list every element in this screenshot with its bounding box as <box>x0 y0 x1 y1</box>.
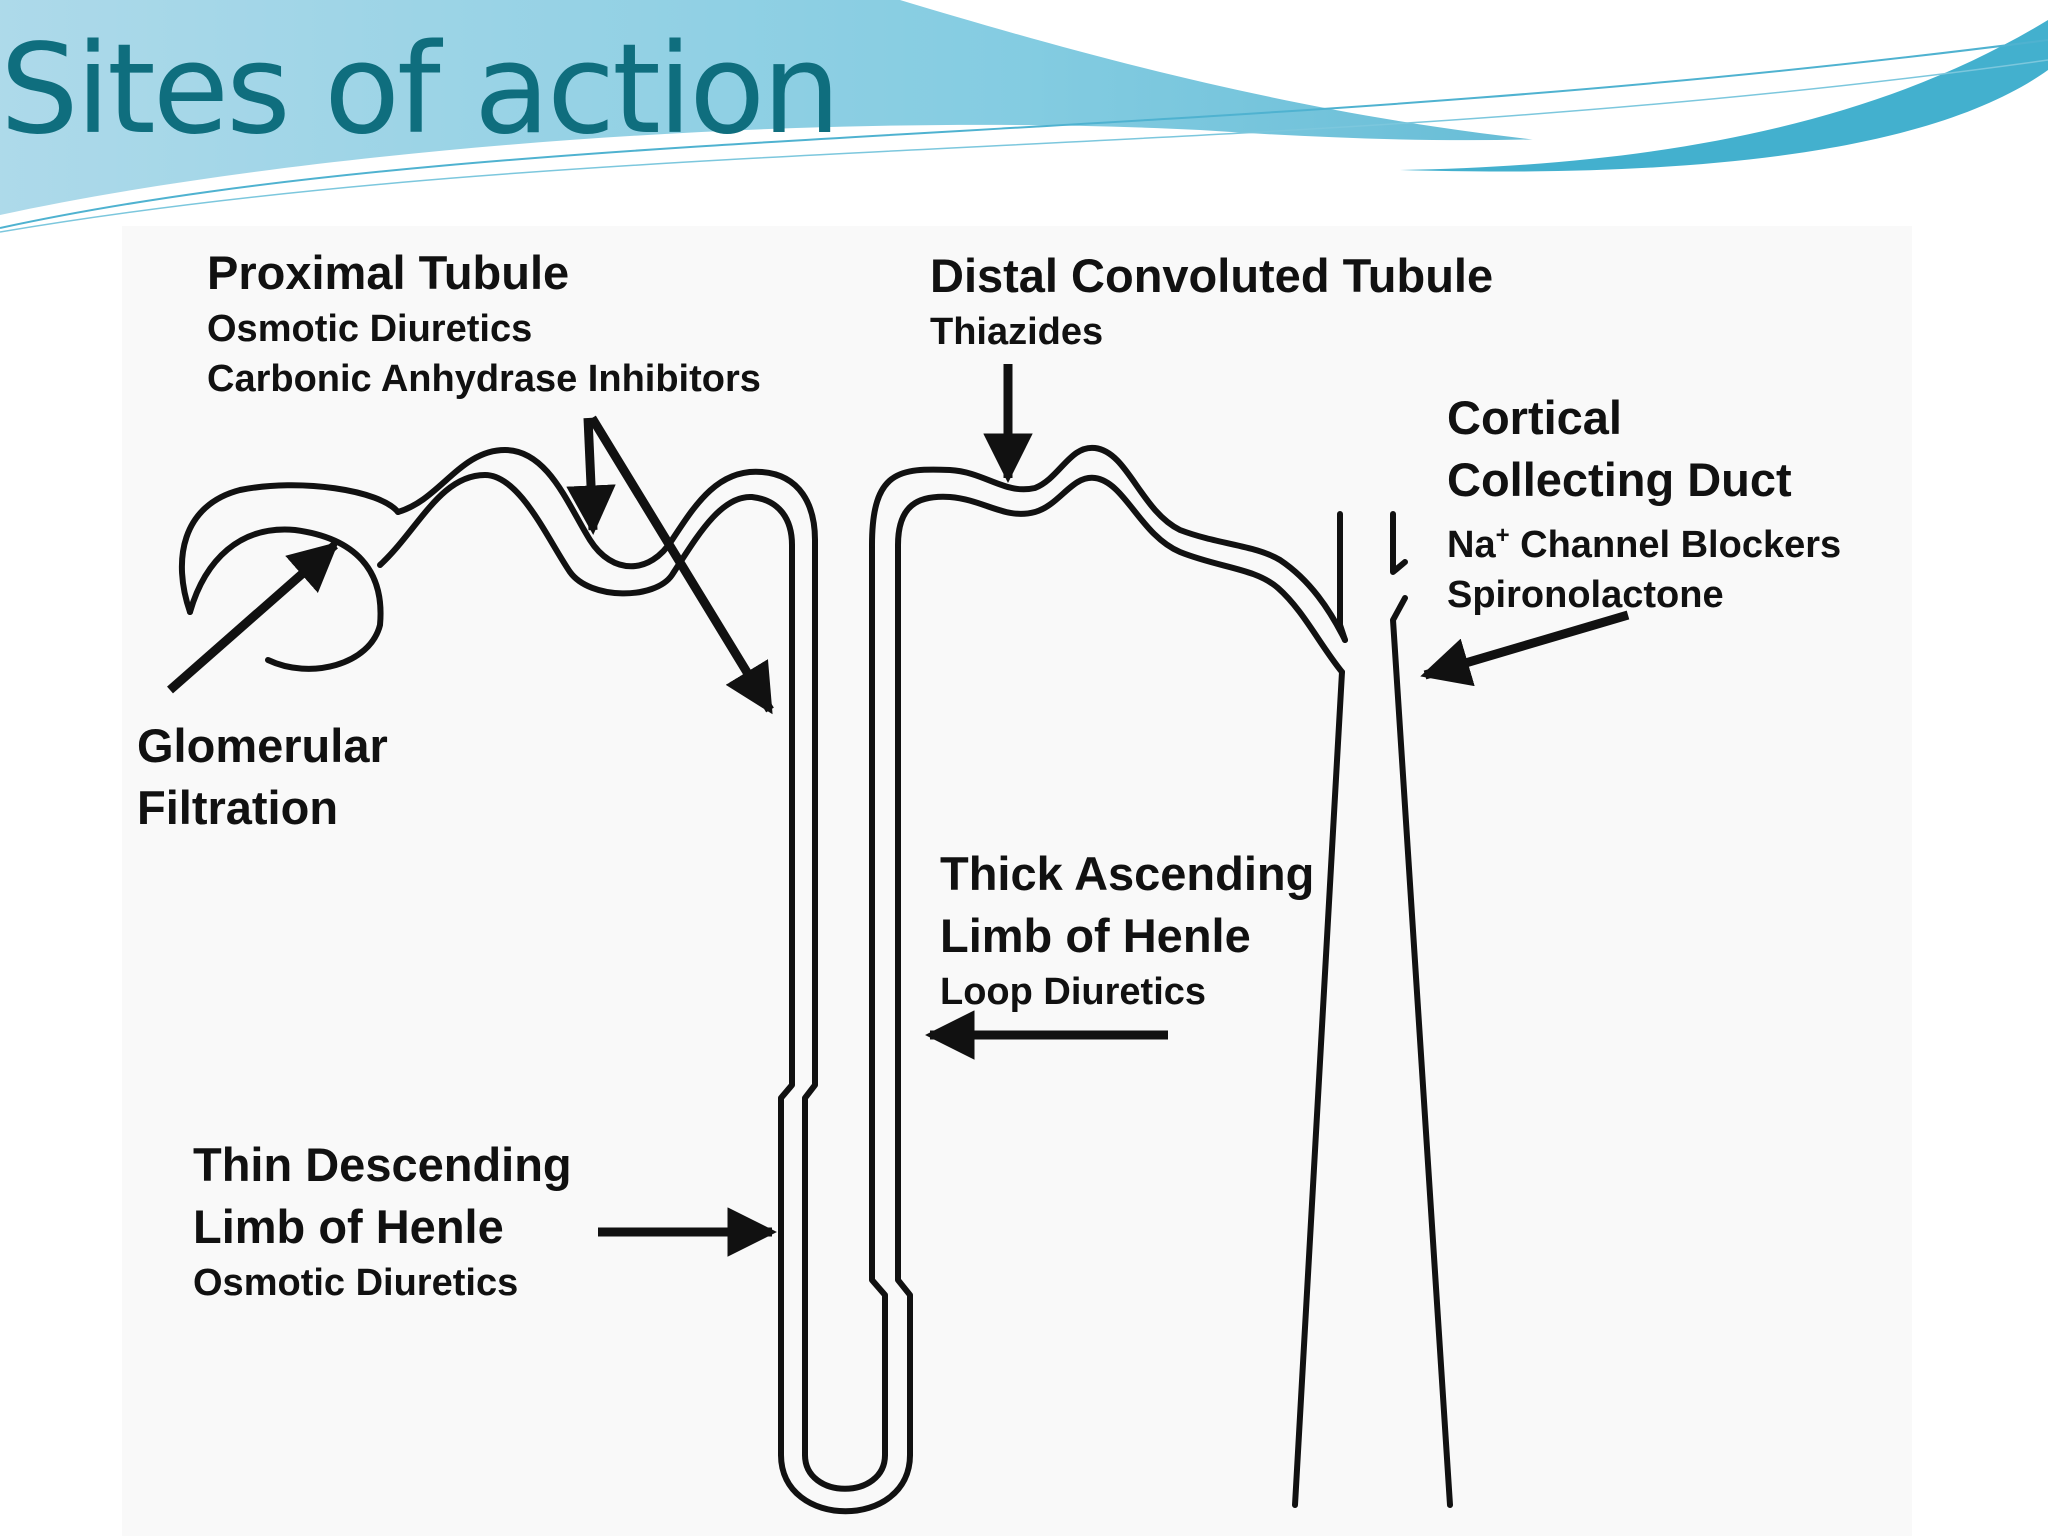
thin-descending-drug: Osmotic Diuretics <box>193 1262 519 1304</box>
proximal-tubule-heading: Proximal Tubule <box>207 246 570 299</box>
glomerular-heading: Filtration <box>137 781 339 834</box>
thick-ascending-heading: Thick Ascending <box>940 847 1315 900</box>
arrow-proximal-tubule-2 <box>588 415 774 715</box>
collecting-duct-heading: Collecting Duct <box>1447 453 1792 506</box>
bowmans-capsule-inner <box>187 526 384 672</box>
descending-limb-outer <box>778 542 795 1458</box>
collecting-duct-left-wall <box>1292 511 1348 1508</box>
label-cortical-collecting-duct: Cortical Collecting Duct Na+ Channel Blo… <box>1447 387 1841 620</box>
arrow-proximal-tubule-1 <box>566 417 616 535</box>
ascending-limb-inner <box>869 542 888 1458</box>
label-thin-descending-limb: Thin Descending Limb of Henle Osmotic Di… <box>193 1134 572 1308</box>
collecting-duct-right-wall <box>1390 511 1453 1508</box>
banner-wave-white <box>900 0 2048 152</box>
collecting-duct-heading: Cortical <box>1447 391 1622 444</box>
sodium-symbol: Na <box>1447 524 1496 566</box>
banner-line <box>0 39 2048 229</box>
label-distal-convoluted-tubule: Distal Convoluted Tubule Thiazides <box>930 245 1493 357</box>
slide-banner <box>0 0 2048 233</box>
loop-of-henle-bend-inner <box>802 1452 888 1492</box>
ascending-limb-outer <box>895 542 913 1458</box>
glomerular-heading: Glomerular <box>137 719 388 772</box>
thick-ascending-drug: Loop Diuretics <box>940 971 1207 1013</box>
slide-title: Sites of action <box>0 18 841 162</box>
label-proximal-tubule: Proximal Tubule Osmotic Diuretics Carbon… <box>207 242 761 404</box>
loop-of-henle-bend-outer <box>778 1452 913 1515</box>
distal-tubule-inner <box>895 474 1345 675</box>
channel-blockers-text: Channel Blockers <box>1509 524 1842 566</box>
descending-limb-inner <box>802 537 818 1458</box>
proximal-tubule-drug: Osmotic Diuretics <box>207 308 533 350</box>
distal-tubule-heading: Distal Convoluted Tubule <box>930 249 1494 302</box>
distal-tubule-drug: Thiazides <box>930 311 1104 353</box>
label-thick-ascending-limb: Thick Ascending Limb of Henle Loop Diure… <box>940 843 1314 1017</box>
banner-line-2 <box>0 59 2048 233</box>
proximal-tubule-drug: Carbonic Anhydrase Inhibitors <box>207 358 761 400</box>
thin-descending-heading: Thin Descending <box>193 1138 572 1191</box>
sodium-charge: + <box>1495 522 1510 549</box>
banner-wave-front <box>1400 0 2048 172</box>
collecting-duct-drug: Na+ Channel Blockers <box>1447 511 1841 570</box>
proximal-tubule-inner <box>377 472 795 597</box>
distal-tubule-outer <box>869 444 1348 643</box>
collecting-duct-drug: Spironolactone <box>1447 574 1724 616</box>
thick-ascending-heading: Limb of Henle <box>940 909 1251 962</box>
label-glomerular-filtration: Glomerular Filtration <box>137 715 388 839</box>
arrow-glomerular-filtration <box>167 541 339 694</box>
proximal-tubule-outer <box>395 447 818 570</box>
bowmans-capsule-outer <box>178 482 401 615</box>
thin-descending-heading: Limb of Henle <box>193 1200 504 1253</box>
arrow-cortical-collecting-duct <box>1420 610 1630 687</box>
